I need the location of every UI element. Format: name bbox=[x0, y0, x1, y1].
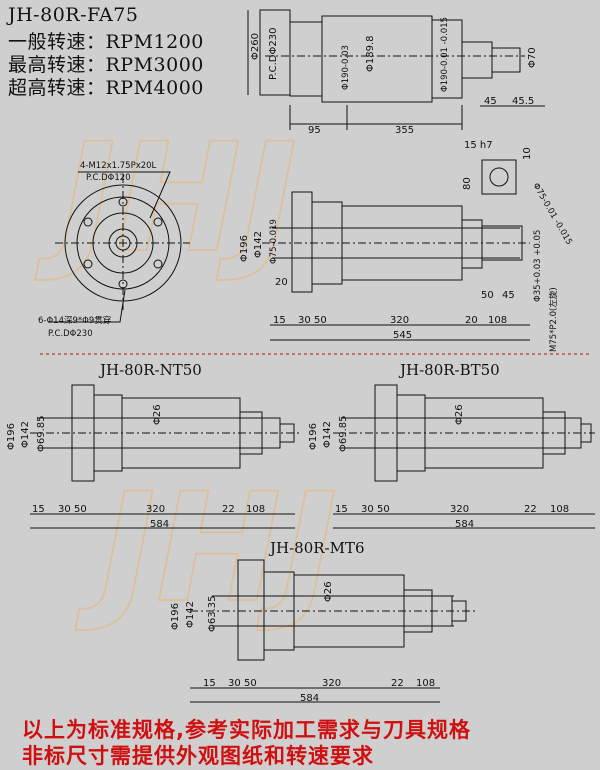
svg-text:Φ63.35: Φ63.35 bbox=[207, 596, 218, 633]
svg-text:30: 30 bbox=[298, 315, 311, 326]
fa75-top-labels: Φ260 P.C.DΦ230 Φ190-0.03 Φ189.8 Φ190-0.0… bbox=[250, 17, 538, 136]
svg-text:20: 20 bbox=[465, 315, 478, 326]
svg-text:JHJ: JHJ bbox=[35, 112, 297, 286]
svg-text:95: 95 bbox=[308, 125, 321, 136]
svg-text:22: 22 bbox=[222, 504, 235, 515]
svg-text:45: 45 bbox=[484, 96, 497, 107]
footer-note-1: 以上为标准规格,参考实际加工需求与刀具规格 bbox=[22, 718, 471, 742]
bt50-labels: JH-80R-BT50 Φ196 Φ142 Φ69.85 Φ26 15 30 5… bbox=[308, 361, 569, 530]
nt50-view bbox=[30, 384, 300, 529]
fa75-side-labels: Φ196 Φ142 Φ75-0.019 20 50 45 15 30 50 32… bbox=[239, 140, 574, 352]
svg-text:50: 50 bbox=[74, 504, 87, 515]
svg-text:320: 320 bbox=[146, 504, 165, 515]
fa75-flange-view bbox=[48, 171, 190, 323]
svg-text:Φ69.85: Φ69.85 bbox=[36, 416, 47, 453]
fa75-side-view bbox=[262, 159, 530, 341]
svg-text:P.C.DΦ120: P.C.DΦ120 bbox=[86, 173, 131, 183]
svg-text:Φ70: Φ70 bbox=[527, 47, 538, 68]
svg-text:Φ196: Φ196 bbox=[308, 423, 319, 450]
bt50-view bbox=[333, 384, 595, 529]
svg-text:JH-80R-NT50: JH-80R-NT50 bbox=[98, 361, 202, 379]
mt6-view bbox=[190, 559, 475, 703]
svg-text:Φ196: Φ196 bbox=[170, 603, 181, 630]
svg-text:JH-80R-BT50: JH-80R-BT50 bbox=[398, 361, 500, 379]
svg-text:50: 50 bbox=[314, 315, 327, 326]
svg-text:30: 30 bbox=[58, 504, 71, 515]
fa75-flange-labels: 4-M12x1.75Px20L P.C.DΦ120 6-Φ14深9*Φ9贯穿 P… bbox=[38, 161, 157, 339]
svg-text:584: 584 bbox=[300, 693, 319, 704]
super-speed: 超高转速：RPM4000 bbox=[8, 77, 204, 99]
svg-text:30: 30 bbox=[361, 504, 374, 515]
svg-text:Φ260: Φ260 bbox=[250, 33, 261, 60]
svg-text:JH-80R-MT6: JH-80R-MT6 bbox=[268, 539, 365, 557]
svg-text:Φ75-0.019: Φ75-0.019 bbox=[269, 219, 279, 264]
svg-text:15: 15 bbox=[273, 315, 286, 326]
svg-text:Φ69.85: Φ69.85 bbox=[338, 416, 349, 453]
svg-text:108: 108 bbox=[488, 315, 507, 326]
svg-text:Φ142: Φ142 bbox=[253, 231, 264, 258]
svg-text:45: 45 bbox=[502, 290, 515, 301]
svg-text:320: 320 bbox=[322, 678, 341, 689]
svg-text:P.C.DΦ230: P.C.DΦ230 bbox=[48, 329, 93, 339]
svg-text:22: 22 bbox=[524, 504, 537, 515]
general-speed: 一般转速：RPM1200 bbox=[8, 31, 204, 53]
svg-text:15 h7: 15 h7 bbox=[464, 140, 493, 151]
svg-text:30: 30 bbox=[228, 678, 241, 689]
svg-text:15: 15 bbox=[335, 504, 348, 515]
svg-text:545: 545 bbox=[393, 330, 412, 341]
svg-text:50: 50 bbox=[481, 290, 494, 301]
svg-text:320: 320 bbox=[450, 504, 469, 515]
svg-text:Φ26: Φ26 bbox=[152, 404, 163, 425]
svg-text:20: 20 bbox=[275, 277, 288, 288]
svg-text:Φ26: Φ26 bbox=[323, 581, 334, 602]
svg-text:50: 50 bbox=[244, 678, 257, 689]
svg-text:320: 320 bbox=[390, 315, 409, 326]
svg-text:Φ26: Φ26 bbox=[454, 404, 465, 425]
footer-note-2: 非标尺寸需提供外观图纸和转速要求 bbox=[22, 744, 374, 768]
svg-text:Φ196: Φ196 bbox=[6, 423, 17, 450]
watermark: JHJ JHJ bbox=[34, 111, 338, 637]
svg-text:6-Φ14深9*Φ9贯穿: 6-Φ14深9*Φ9贯穿 bbox=[38, 315, 111, 326]
fa75-top-view bbox=[247, 9, 545, 130]
svg-text:Φ142: Φ142 bbox=[20, 421, 31, 448]
svg-text:15: 15 bbox=[32, 504, 45, 515]
svg-text:Φ142: Φ142 bbox=[185, 601, 196, 628]
model-title: JH-80R-FA75 bbox=[8, 4, 139, 26]
svg-text:355: 355 bbox=[395, 125, 414, 136]
svg-text:Φ190-0.01 -0.015: Φ190-0.01 -0.015 bbox=[440, 17, 450, 92]
svg-text:4-M12x1.75Px20L: 4-M12x1.75Px20L bbox=[80, 161, 157, 171]
svg-text:Φ189.8: Φ189.8 bbox=[365, 36, 376, 73]
svg-text:584: 584 bbox=[455, 519, 474, 530]
svg-text:P.C.DΦ230: P.C.DΦ230 bbox=[268, 28, 279, 80]
svg-text:80: 80 bbox=[462, 177, 473, 190]
svg-text:22: 22 bbox=[391, 678, 404, 689]
svg-text:45.5: 45.5 bbox=[512, 96, 534, 107]
svg-text:M75*P2.0(左旋): M75*P2.0(左旋) bbox=[548, 287, 559, 352]
svg-text:Φ142: Φ142 bbox=[322, 421, 333, 448]
svg-text:Φ190-0.03: Φ190-0.03 bbox=[341, 45, 351, 90]
svg-text:Φ35+0.03 +0.05: Φ35+0.03 +0.05 bbox=[533, 230, 543, 302]
svg-text:108: 108 bbox=[246, 504, 265, 515]
svg-text:108: 108 bbox=[550, 504, 569, 515]
svg-text:Φ196: Φ196 bbox=[239, 235, 250, 262]
svg-text:584: 584 bbox=[150, 519, 169, 530]
nt50-labels: JH-80R-NT50 Φ196 Φ142 Φ69.85 Φ26 15 30 5… bbox=[6, 361, 265, 530]
mt6-labels: JH-80R-MT6 Φ196 Φ142 Φ63.35 Φ26 15 30 50… bbox=[170, 539, 435, 704]
svg-text:108: 108 bbox=[416, 678, 435, 689]
svg-text:15: 15 bbox=[203, 678, 216, 689]
svg-text:10: 10 bbox=[522, 147, 533, 160]
max-speed: 最高转速：RPM3000 bbox=[8, 54, 204, 76]
svg-text:50: 50 bbox=[377, 504, 390, 515]
